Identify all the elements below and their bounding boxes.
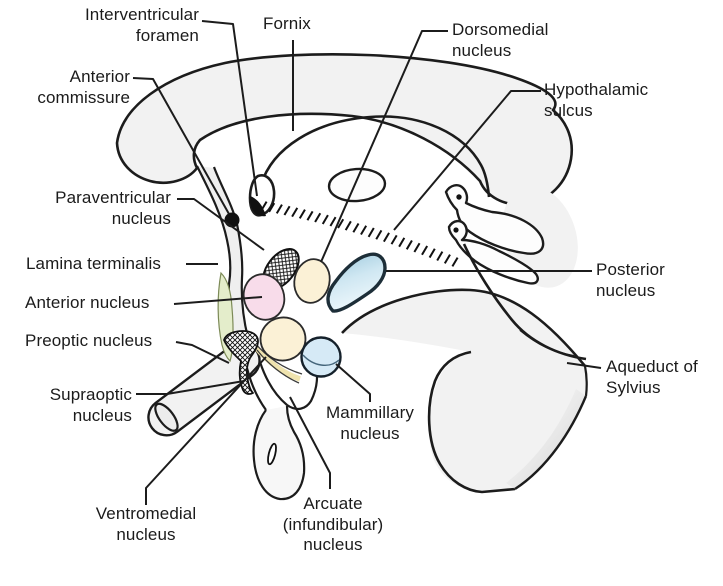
fornix-column-edge-lower — [256, 349, 300, 384]
label-supraoptic-nucleus: Supraoptic nucleus — [49, 385, 132, 425]
pituitary-stalk — [252, 405, 306, 501]
sulcus-tick — [275, 204, 283, 214]
sulcus-tick — [260, 201, 268, 211]
ventromedial-nucleus-shape — [259, 316, 307, 362]
page-curl-fold — [514, 395, 588, 491]
sulcus-tick — [375, 229, 383, 240]
leader-aqueduct — [566, 362, 602, 369]
fornix-column-band — [252, 344, 301, 382]
label-mammillary-nucleus: Mammillary nucleus — [326, 403, 414, 443]
fornix-tract — [259, 115, 491, 198]
leader-arcuate — [289, 396, 331, 489]
colliculus-recess-dot — [453, 227, 459, 233]
pineal-recess-dot — [456, 194, 462, 200]
interthalamic-adhesion — [327, 167, 387, 203]
sulcus-tick — [413, 242, 421, 253]
label-hypothalamic-sulcus: Hypothalamic sulcus — [544, 80, 649, 120]
sulcus-tick — [428, 248, 436, 259]
label-paraventricular-nucleus: Paraventricular nucleus — [55, 188, 171, 228]
anterior-nucleus-shape — [242, 273, 286, 321]
leader-anterior-nucleus — [173, 296, 263, 305]
sulcus-tick — [390, 234, 398, 245]
anterior-commissure-dot — [224, 212, 240, 228]
label-arcuate-nucleus: Arcuate (infundibular) nucleus — [282, 494, 384, 555]
sulcus-tick — [329, 216, 337, 227]
sulcus-tick — [367, 227, 375, 238]
sulcus-tick — [314, 212, 322, 223]
leader-anterior-commissure — [132, 77, 230, 215]
mammillary-nucleus-shape — [300, 336, 342, 378]
leader-mammillary — [335, 363, 371, 402]
sulcus-tick — [398, 237, 406, 248]
dorsomedial-nucleus-shape — [293, 258, 331, 304]
stalk-slit — [267, 442, 277, 466]
sulcus-tick — [436, 251, 444, 261]
sulcus-tick — [421, 245, 429, 256]
aqueduct-channel — [519, 329, 575, 357]
infundibulum-left — [245, 367, 267, 411]
sulcus-tick — [344, 220, 352, 231]
label-lamina-terminalis: Lamina terminalis — [26, 254, 161, 273]
label-anterior-commissure: Anterior commissure — [37, 67, 130, 107]
label-posterior-nucleus: Posterior nucleus — [596, 260, 665, 300]
leader-hypothalamic-sulcus — [393, 90, 541, 231]
superior-colliculus — [447, 219, 539, 285]
pineal-body — [444, 184, 545, 255]
sulcus-tick — [321, 214, 329, 225]
pons-outline — [427, 350, 516, 494]
optic-nerve-cap — [154, 402, 179, 432]
label-dorsomedial-nucleus: Dorsomedial nucleus — [452, 20, 549, 60]
leader-lines — [132, 20, 602, 505]
sulcus-tick — [383, 232, 390, 243]
leader-paraventricular — [177, 198, 265, 251]
sulcus-tick — [268, 202, 276, 213]
cerebral-peduncle-outline — [341, 288, 587, 367]
leader-interventricular-foramen — [201, 20, 258, 197]
sulcus-tick — [291, 207, 299, 218]
label-ventromedial-nucleus: Ventromedial nucleus — [95, 504, 197, 544]
sulcus-tick — [283, 205, 291, 216]
label-preoptic-nucleus: Preoptic nucleus — [25, 331, 153, 350]
interventricular-foramen-mark — [249, 196, 266, 217]
mammillary-seam — [302, 354, 340, 366]
sulcus-tick — [405, 240, 413, 250]
midbrain-pons-fill — [342, 289, 588, 492]
label-anterior-nucleus: Anterior nucleus — [25, 293, 150, 312]
sulcus-tick — [451, 257, 459, 267]
leader-preoptic — [175, 341, 230, 364]
supraoptic-nucleus-shape — [223, 330, 259, 395]
label-fornix: Fornix — [263, 14, 311, 33]
aqueduct-right-edge — [583, 365, 588, 397]
sulcus-tick — [337, 218, 345, 229]
label-interventricular-foramen: Interventricular foramen — [84, 5, 199, 45]
label-aqueduct-of-sylvius: Aqueduct of Sylvius — [606, 357, 698, 397]
tuber-cinereum — [258, 361, 319, 411]
page-curl-shadow — [506, 389, 586, 489]
leader-dorsomedial — [320, 30, 448, 263]
sulcus-tick — [352, 222, 360, 233]
posterior-nucleus-shape — [326, 252, 387, 313]
sulcus-tick — [360, 225, 368, 236]
leader-ventromedial — [145, 356, 267, 505]
hypothalamic-sulcus-ticks — [260, 201, 459, 267]
sulcus-tick — [298, 209, 306, 219]
sulcus-tick — [443, 254, 451, 264]
leader-supraoptic — [136, 380, 245, 395]
sulcus-tick — [306, 210, 314, 221]
